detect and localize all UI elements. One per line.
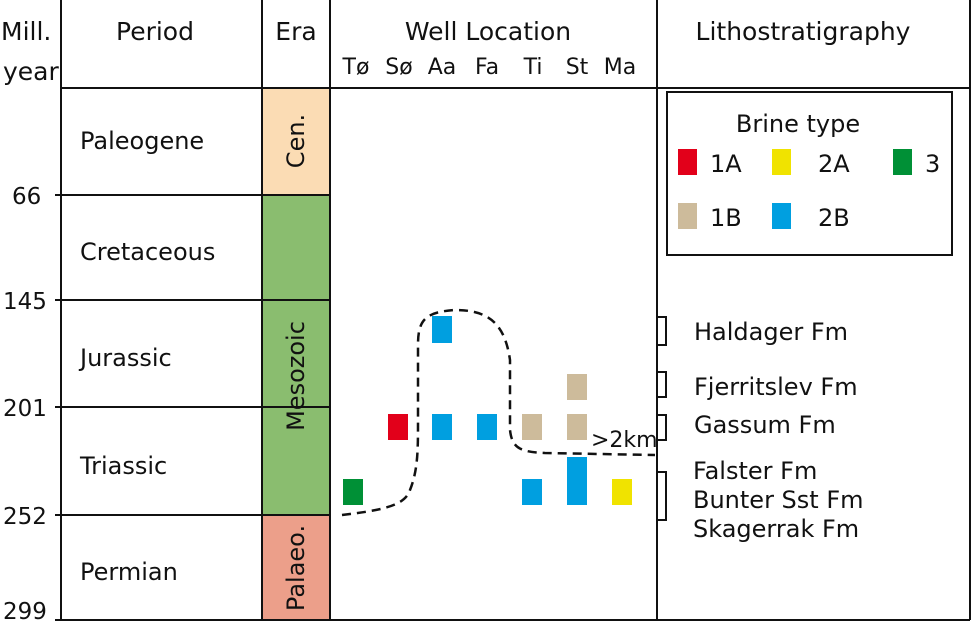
- sample-marker: [522, 479, 542, 505]
- period-label: Jurassic: [78, 344, 172, 372]
- header-well-location: Well Location: [405, 17, 571, 46]
- legend-swatch-1a: [678, 149, 697, 175]
- header-year: year: [3, 57, 59, 86]
- sample-marker: [612, 479, 632, 505]
- legend-label: 2B: [818, 204, 850, 232]
- header-mill: Mill.: [1, 17, 51, 46]
- age-label: 201: [3, 396, 47, 422]
- formation-label: Skagerrak Fm: [693, 515, 859, 543]
- legend-title: Brine type: [736, 110, 860, 138]
- period-label: Cretaceous: [80, 238, 215, 266]
- period-label: Permian: [80, 558, 178, 586]
- age-label: 252: [3, 504, 47, 530]
- period-label: Paleogene: [80, 127, 204, 155]
- well-label: Fa: [475, 55, 499, 80]
- age-label: 299: [3, 599, 47, 623]
- depth-annotation: >2km: [591, 428, 658, 453]
- era-palaeozoic-fill: [262, 515, 330, 620]
- sample-marker: [567, 457, 587, 505]
- sample-marker: [567, 374, 587, 400]
- era-cenozoic-fill: [262, 88, 330, 195]
- well-label: Ma: [604, 55, 636, 80]
- depth-2km-boundary: [341, 308, 656, 517]
- legend-label: 3: [925, 150, 940, 178]
- legend-swatch-3: [893, 149, 912, 175]
- legend-label: 1B: [710, 204, 742, 232]
- formation-markers: [656, 316, 667, 521]
- legend-label: 1A: [710, 150, 742, 178]
- sample-marker: [343, 479, 363, 505]
- sample-marker: [522, 414, 542, 440]
- legend-swatch-1b: [678, 203, 697, 229]
- well-label: St: [566, 55, 589, 80]
- header-period: Period: [116, 17, 194, 46]
- era-label-cenozoic: Cen.: [282, 114, 310, 168]
- well-label: Ti: [523, 55, 543, 80]
- period-label: Triassic: [79, 452, 167, 480]
- age-label: 66: [12, 184, 41, 210]
- era-mesozoic-fill: [262, 195, 330, 515]
- legend-swatch-2b: [772, 203, 791, 229]
- well-labels: Tø Sø Aa Fa Ti St Ma: [342, 55, 637, 80]
- formation-label: Fjerritslev Fm: [694, 373, 858, 401]
- header-lithostratigraphy: Lithostratigraphy: [696, 17, 911, 46]
- formation-label: Haldager Fm: [694, 318, 848, 346]
- brine-samples: [343, 316, 632, 505]
- formation-label: Gassum Fm: [694, 411, 836, 439]
- sample-marker: [567, 414, 587, 440]
- sample-marker: [432, 316, 452, 343]
- well-label: Aa: [428, 55, 457, 80]
- legend-label: 2A: [818, 150, 850, 178]
- era-label-palaeozoic: Palaeo.: [282, 525, 310, 611]
- sample-marker: [432, 414, 452, 440]
- sample-marker: [477, 414, 497, 440]
- well-label: Tø: [342, 55, 370, 80]
- well-label: Sø: [385, 55, 412, 80]
- sample-marker: [388, 414, 408, 440]
- age-label: 145: [3, 289, 47, 315]
- legend-swatch-2a: [772, 149, 791, 175]
- formation-label: Falster Fm: [693, 457, 817, 485]
- header-era: Era: [275, 17, 316, 46]
- formation-label: Bunter Sst Fm: [693, 486, 864, 514]
- legend: Brine type 1A 2A 3 1B 2B: [666, 91, 953, 256]
- era-label-mesozoic: Mesozoic: [282, 321, 310, 431]
